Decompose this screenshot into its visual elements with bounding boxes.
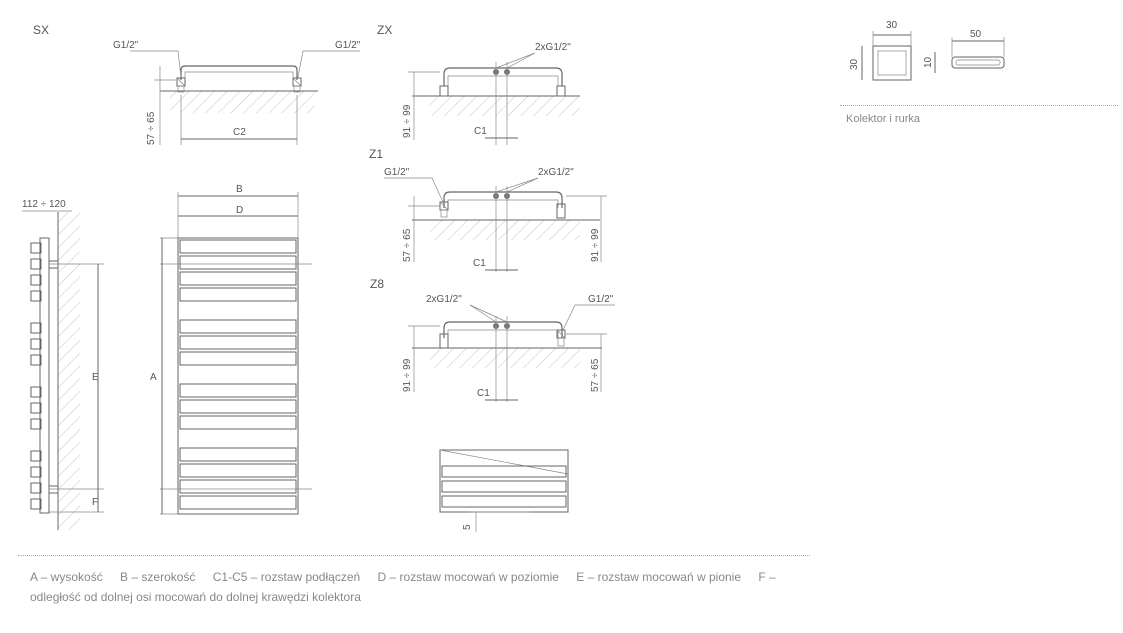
profile-divider <box>840 105 1118 106</box>
tube-height: 10 <box>923 56 934 68</box>
radiator-front <box>177 237 299 515</box>
zx-height-dimension: 91 ÷ 99 <box>402 104 413 138</box>
front-bars <box>179 239 297 510</box>
view-sx: SX G1/2" G1/2" C2 57 ÷ 65 <box>33 23 361 145</box>
sx-height-dimension: 57 ÷ 65 <box>146 111 157 145</box>
z8-connection: 2xG1/2" <box>426 294 462 305</box>
z1-left-dimension: 57 ÷ 65 <box>402 228 413 262</box>
collector-width: 30 <box>886 20 898 31</box>
z8-right-dimension: 57 ÷ 65 <box>590 358 601 392</box>
front-b-label: B <box>236 184 243 195</box>
view-profile: 30 30 50 10 <box>849 20 1005 81</box>
view-z8: Z8 2xG1/2" G1/2" C1 91 ÷ 99 57 ÷ 65 <box>370 277 615 402</box>
view-bottom-detail: 5 <box>439 449 569 532</box>
legend-f: F – odległość od dolnej osi mocowań do d… <box>30 570 776 604</box>
legend-c: C1-C5 – rozstaw podłączeń <box>212 570 361 584</box>
z1-right-dimension: 91 ÷ 99 <box>590 228 601 262</box>
z1-left-connection: G1/2" <box>384 167 410 178</box>
z1-spacing-label: C1 <box>473 258 486 269</box>
profile-caption: Kolektor i rurka <box>846 113 920 125</box>
legend-d: D – rozstaw mocowań w poziomie <box>377 570 559 584</box>
view-z1: Z1 G1/2" 2xG1/2" C1 57 ÷ 65 91 ÷ 99 <box>369 147 607 272</box>
front-d-label: D <box>236 205 243 216</box>
sx-right-connection: G1/2" <box>335 40 361 51</box>
sx-spacing-label: C2 <box>233 127 246 138</box>
tube-profile <box>951 56 1005 69</box>
legend-a: A – wysokość <box>30 570 103 584</box>
z8-spacing-label: C1 <box>477 388 490 399</box>
collector-height: 30 <box>849 58 860 70</box>
view-side: 112 ÷ 120 E F <box>22 199 104 530</box>
tube-width: 50 <box>970 29 982 40</box>
z1-connection: 2xG1/2" <box>538 167 574 178</box>
radiator-pipe <box>180 65 298 80</box>
legend-divider <box>18 555 810 556</box>
zx-connection: 2xG1/2" <box>535 42 571 53</box>
collector-profile <box>872 45 912 81</box>
wall-hatch <box>170 91 315 113</box>
view-z1-title: Z1 <box>369 147 383 161</box>
view-zx: ZX 2xG1/2" C1 91 ÷ 99 <box>377 23 580 145</box>
zx-spacing-label: C1 <box>474 126 487 137</box>
z8-right-connection: G1/2" <box>588 294 614 305</box>
side-e-label: E <box>92 372 99 383</box>
side-f-label: F <box>92 497 98 508</box>
legend-b: B – szerokość <box>120 570 196 584</box>
legend-e: E – rozstaw mocowań w pionie <box>576 570 742 584</box>
view-front: B D A <box>150 184 312 515</box>
view-sx-title: SX <box>33 23 49 37</box>
front-a-label: A <box>150 372 157 383</box>
z8-left-dimension: 91 ÷ 99 <box>402 358 413 392</box>
bottom-gap-dimension: 5 <box>462 524 473 530</box>
sx-left-connection: G1/2" <box>113 40 139 51</box>
side-depth-dimension: 112 ÷ 120 <box>22 199 66 210</box>
side-bar-ends <box>30 242 42 510</box>
legend: A – wysokość B – szerokość C1-C5 – rozst… <box>30 567 800 607</box>
view-z8-title: Z8 <box>370 277 384 291</box>
view-zx-title: ZX <box>377 23 392 37</box>
